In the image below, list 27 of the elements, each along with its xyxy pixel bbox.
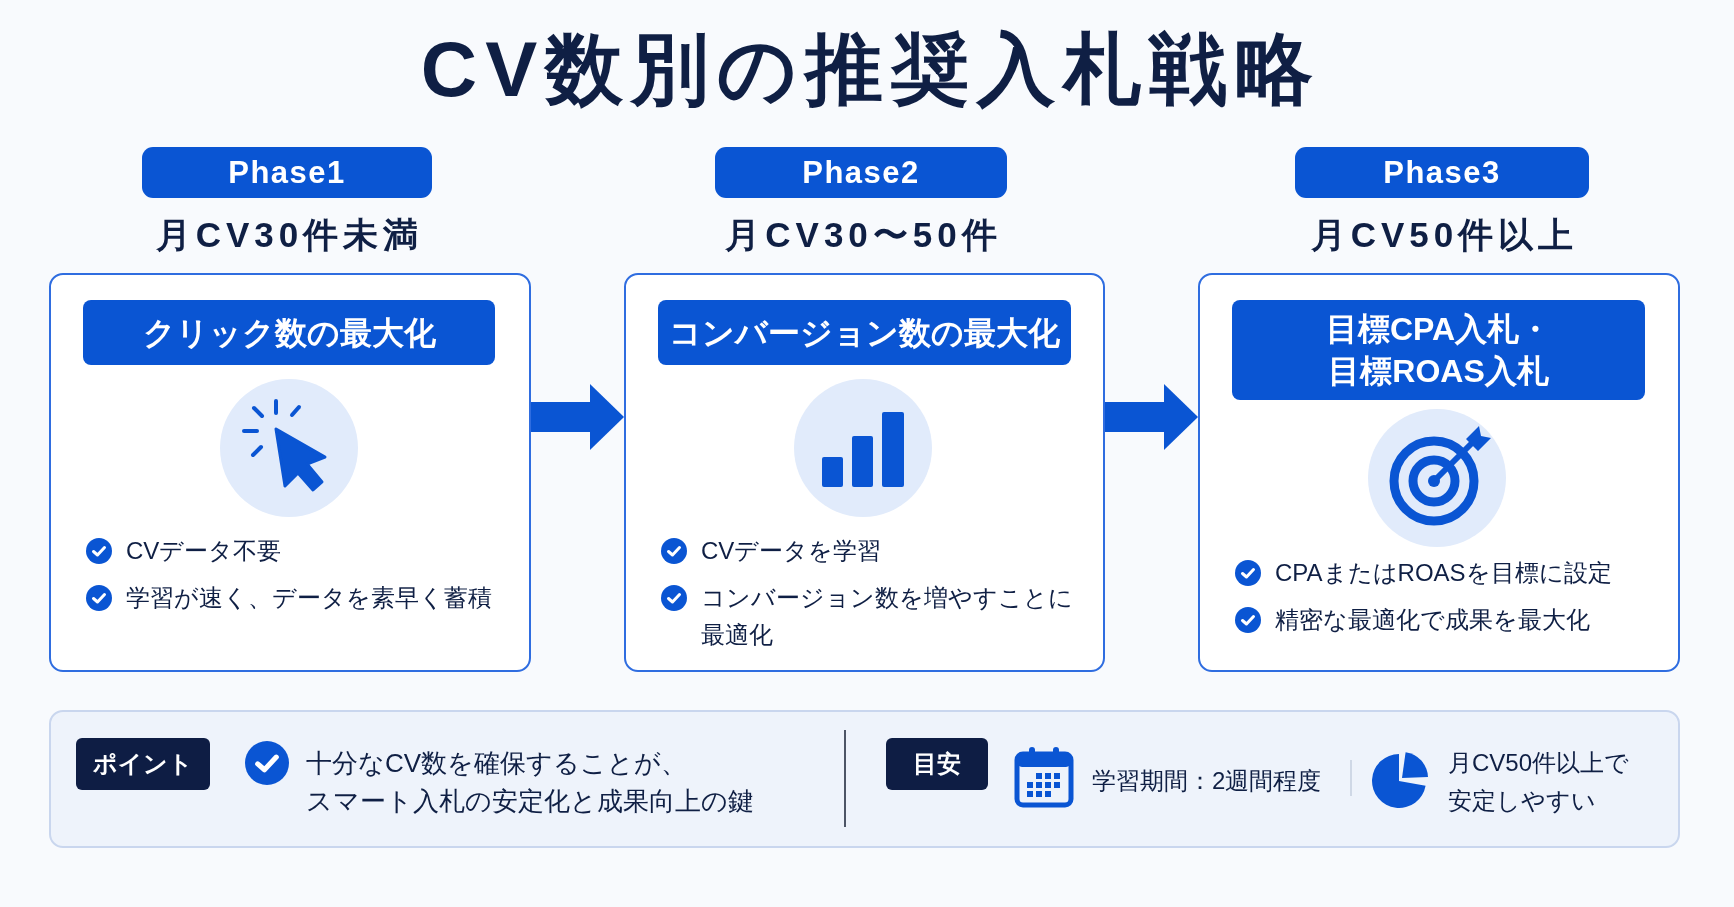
phase-card [1198, 273, 1680, 672]
phase-subtitle: 月CV30件未満 [154, 214, 424, 256]
phase-badge: Phase1 [142, 147, 432, 198]
heading-bar: 目標CPA入札・目標ROAS入札 [1232, 300, 1645, 400]
bullet-text: 精密な最適化で成果を最大化 [1275, 605, 1590, 635]
label-badge: 目安 [886, 738, 988, 790]
arrow [1105, 384, 1198, 450]
phase-subtitle: 月CV30〜50件 [724, 214, 1002, 256]
phase-badge: Phase2 [715, 147, 1007, 198]
bullet-text: CVデータ不要 [126, 536, 282, 566]
phase-badge: Phase3 [1295, 147, 1589, 198]
arrow [531, 384, 624, 450]
phase-card [624, 273, 1105, 672]
phase-card [49, 273, 531, 672]
bullet-text: 学習が速く、データを素早く蓄積 [126, 583, 492, 613]
heading-bar: コンバージョン数の最大化 [658, 300, 1071, 365]
heading-bar: クリック数の最大化 [83, 300, 495, 365]
phase-subtitle: 月CV50件以上 [1309, 214, 1579, 256]
bullet-text: コンバージョン数を増やすことに最適化 [701, 583, 1074, 650]
guideline-text: 月CV50件以上で安定しやすい [1448, 748, 1631, 816]
bullet-text: CPAまたはROASを目標に設定 [1275, 558, 1612, 588]
title: CV数別の推奨入札戦略 [419, 24, 1322, 114]
label-badge: ポイント [76, 738, 210, 790]
note-text: 十分なCV数を確保することが、スマート入札の安定化と成果向上の鍵 [306, 747, 755, 818]
bullet-text: CVデータを学習 [701, 536, 882, 566]
guideline-text: 学習期間：2週間程度 [1092, 766, 1322, 796]
info-panel [49, 710, 1680, 848]
